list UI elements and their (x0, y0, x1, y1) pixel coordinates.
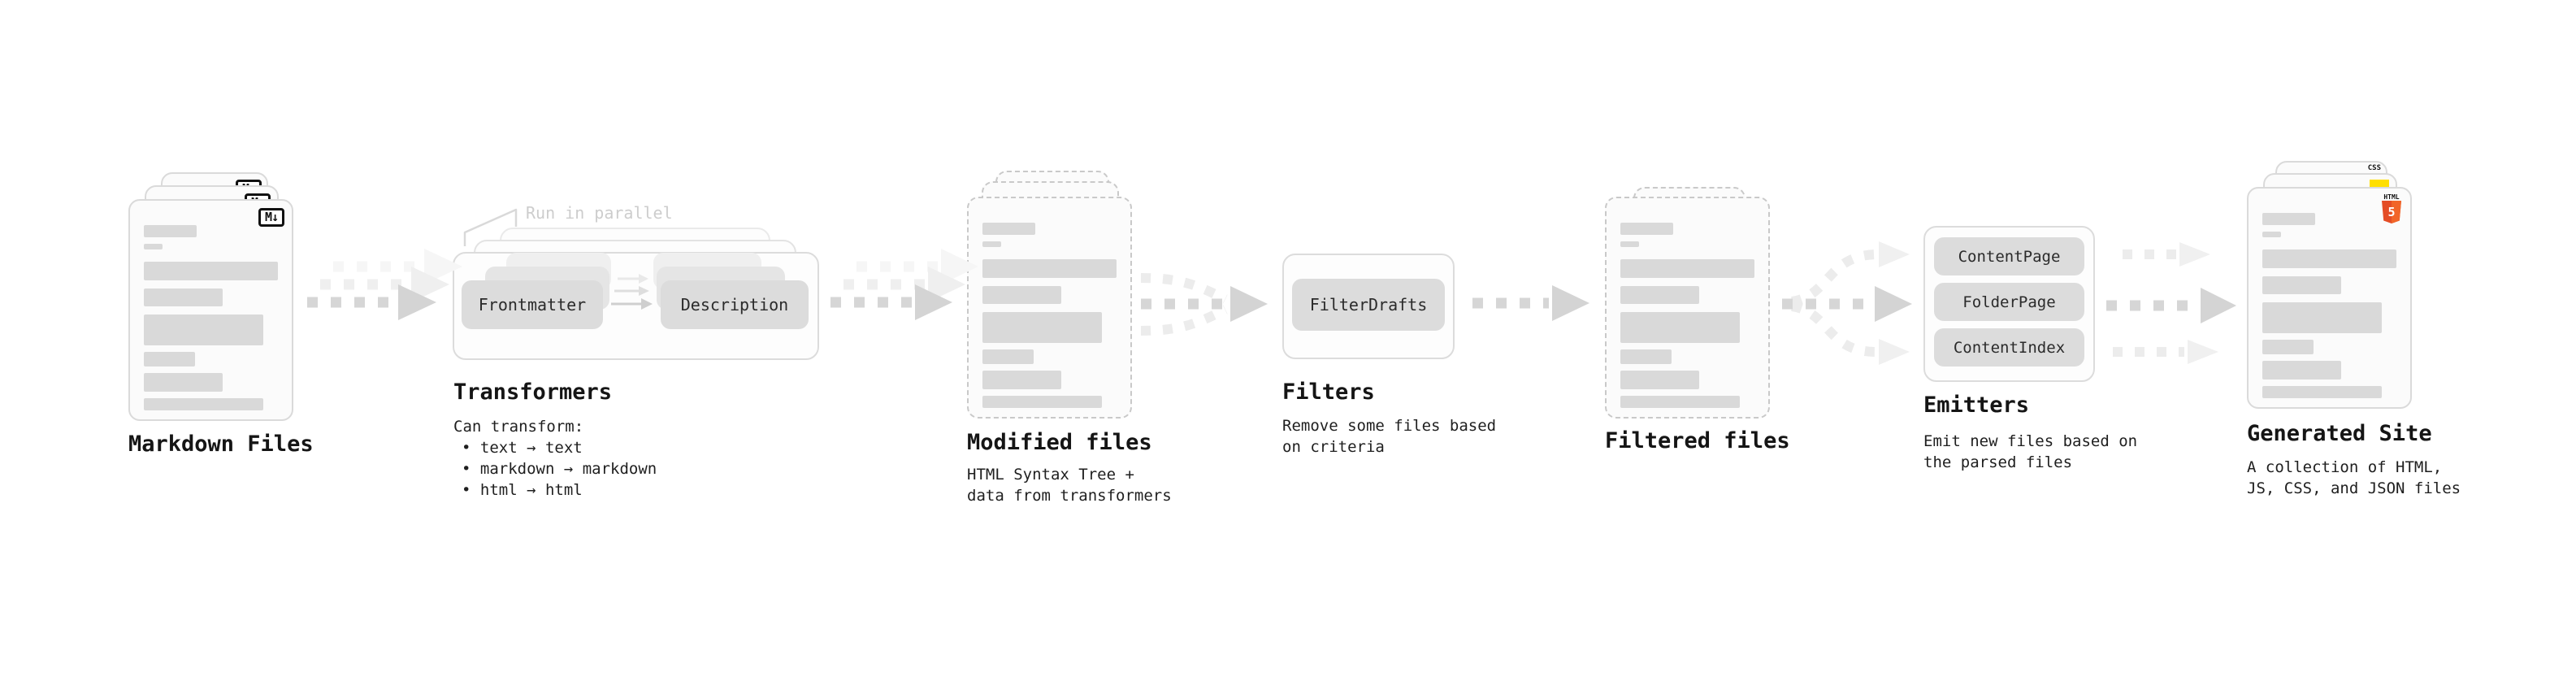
placeholder-line (982, 286, 1061, 304)
desc-line: A collection of HTML, (2247, 458, 2443, 476)
markdown-files-title: Markdown Files (128, 432, 314, 457)
generated-site-description: A collection of HTML, JS, CSS, and JSON … (2247, 457, 2461, 499)
filterdrafts-box: FilterDrafts (1292, 279, 1445, 331)
emitter-pill-list: ContentPage FolderPage ContentIndex (1934, 237, 2084, 367)
placeholder-line (2262, 232, 2281, 237)
description-box: Description (661, 280, 809, 329)
placeholder-line (982, 223, 1035, 235)
filtered-doc-card-front (1605, 197, 1770, 419)
filtered-files-title: Filtered files (1605, 428, 1790, 453)
modified-files-title: Modified files (967, 430, 1152, 455)
js-file-icon (2370, 180, 2389, 187)
frontmatter-box: Frontmatter (462, 280, 603, 329)
filters-description: Remove some files based on criteria (1282, 415, 1496, 458)
emitters-title: Emitters (1923, 393, 2030, 418)
markdown-doc-card-front: M↓ (128, 199, 293, 421)
placeholder-line (1620, 371, 1699, 389)
contentindex-box: ContentIndex (1934, 328, 2084, 367)
placeholder-line (1620, 223, 1673, 235)
desc-line: Remove some files based (1282, 417, 1497, 435)
generated-site-title: Generated Site (2247, 421, 2432, 446)
desc-line: • markdown → markdown (462, 460, 657, 478)
html5-badge-label: HTML (2383, 193, 2400, 201)
placeholder-line (2262, 302, 2382, 333)
arrow-filtered-to-emitters (1782, 241, 1912, 365)
generated-doc-card-html: HTML 5 (2247, 187, 2412, 409)
filters-title: Filters (1282, 380, 1375, 405)
arrow-emitters-to-generated (2106, 242, 2236, 364)
css-badge-label: CSS (2367, 164, 2381, 172)
modified-doc-card-front (967, 197, 1132, 419)
placeholder-line (144, 225, 197, 237)
run-in-parallel-annotation: Run in parallel (526, 203, 673, 223)
desc-line: • text → text (462, 439, 583, 457)
arrow-filters-to-filtered (1472, 285, 1589, 321)
placeholder-line (2262, 276, 2341, 294)
placeholder-line (1620, 396, 1740, 408)
arrow-markdown-to-transformers (307, 249, 462, 320)
markdown-icon: M↓ (258, 208, 284, 227)
placeholder-line (982, 259, 1117, 278)
contentpage-box: ContentPage (1934, 237, 2084, 275)
doc-placeholder-lines (2262, 213, 2396, 398)
placeholder-line (1620, 286, 1699, 304)
placeholder-line (982, 371, 1061, 389)
placeholder-line (144, 373, 223, 392)
doc-placeholder-lines (1620, 223, 1754, 408)
desc-line: Emit new files based on (1923, 432, 2138, 450)
desc-line: Can transform: (453, 418, 584, 436)
placeholder-line (2262, 361, 2341, 380)
desc-line: HTML Syntax Tree + (967, 466, 1134, 484)
placeholder-line (144, 352, 195, 367)
desc-line: data from transformers (967, 487, 1172, 505)
placeholder-line (982, 241, 1001, 247)
placeholder-line (1620, 349, 1672, 364)
placeholder-line (144, 288, 223, 306)
placeholder-line (982, 396, 1102, 408)
placeholder-line (144, 398, 263, 410)
placeholder-line (1620, 312, 1740, 343)
desc-line: on criteria (1282, 438, 1385, 456)
desc-line: the parsed files (1923, 453, 2073, 471)
placeholder-line (982, 312, 1102, 343)
doc-placeholder-lines (982, 223, 1117, 408)
transformers-title: Transformers (453, 380, 613, 405)
arrow-modified-to-filters (1140, 273, 1268, 336)
placeholder-line (2262, 213, 2315, 225)
placeholder-line (982, 349, 1034, 364)
html5-icon: HTML 5 (2381, 193, 2402, 227)
arrow-transformers-to-modified (830, 249, 978, 320)
doc-placeholder-lines (144, 225, 278, 410)
transformers-description: Can transform: • text → text • markdown … (453, 416, 657, 501)
placeholder-line (144, 314, 263, 345)
placeholder-line (2262, 340, 2314, 354)
placeholder-line (2262, 249, 2396, 268)
placeholder-line (144, 262, 278, 280)
placeholder-line (2262, 386, 2382, 398)
placeholder-line (1620, 259, 1754, 278)
emitters-description: Emit new files based on the parsed files (1923, 431, 2137, 473)
desc-line: • html → html (462, 481, 583, 499)
folderpage-box: FolderPage (1934, 283, 2084, 321)
desc-line: JS, CSS, and JSON files (2247, 479, 2461, 497)
modified-files-description: HTML Syntax Tree + data from transformer… (967, 464, 1172, 506)
placeholder-line (1620, 241, 1639, 247)
svg-text:5: 5 (2387, 205, 2395, 219)
html5-shield: 5 (2382, 201, 2401, 223)
placeholder-line (144, 244, 163, 249)
